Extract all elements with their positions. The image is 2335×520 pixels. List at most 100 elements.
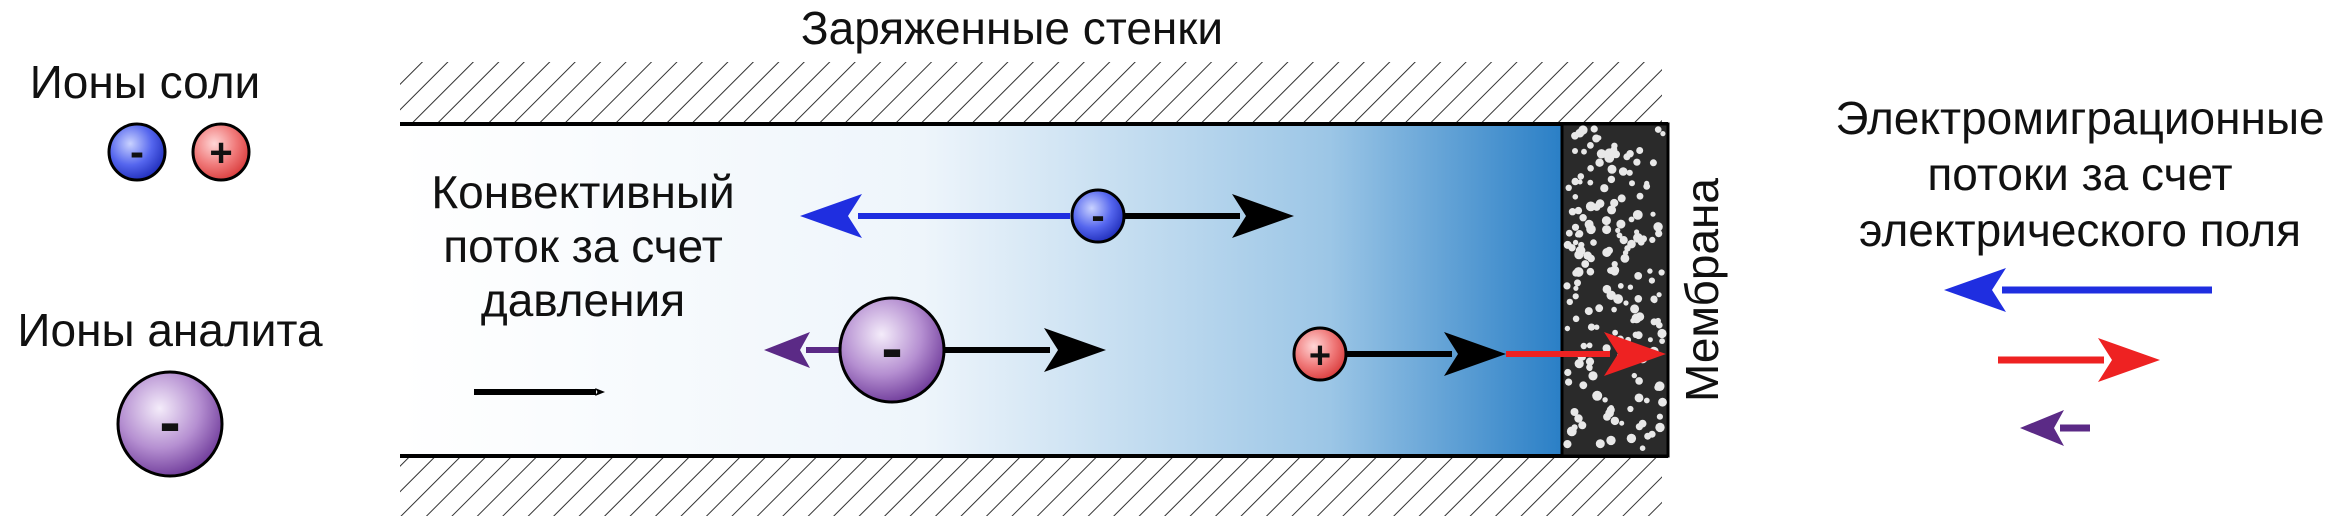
membrane-pore	[1619, 236, 1628, 245]
legend-analyte-icon: -	[116, 370, 224, 478]
membrane-pore	[1596, 135, 1602, 141]
membrane-pore	[1631, 372, 1638, 379]
membrane-pore	[1648, 277, 1655, 284]
electromigration-label-line2: потоки за счет	[1927, 148, 2232, 200]
membrane-pore	[1619, 420, 1625, 426]
membrane-pore	[1636, 147, 1644, 154]
channel-analyte: -	[838, 296, 946, 404]
analyte-electromigration-arrowhead	[764, 332, 810, 368]
membrane-pore	[1606, 435, 1616, 446]
membrane-pore	[1601, 216, 1611, 226]
membrane-pore	[1588, 371, 1598, 381]
salt-ions-label: Ионы соли	[30, 56, 261, 108]
svg-text:-: -	[130, 128, 144, 175]
membrane-pore	[1658, 397, 1667, 407]
membrane-pore	[1608, 267, 1616, 275]
title-charged-walls: Заряженные стенки	[801, 2, 1223, 54]
membrane-pore	[1626, 433, 1637, 444]
membrane-pore	[1592, 390, 1603, 401]
membrane-pore	[1571, 424, 1578, 431]
membrane-pore	[1607, 164, 1617, 174]
membrane-pore	[1635, 423, 1643, 431]
membrane-pore	[1585, 252, 1591, 258]
legend-analyte-arrowhead	[2020, 410, 2064, 446]
membrane-pore	[1586, 267, 1595, 276]
membrane-pore	[1566, 298, 1574, 306]
membrane-pore	[1607, 175, 1616, 184]
membrane-pore	[1586, 364, 1593, 371]
membrane-pore	[1635, 377, 1643, 385]
membrane-pore	[1595, 158, 1604, 167]
membrane-pore	[1565, 378, 1573, 386]
membrane-pore	[1607, 205, 1617, 215]
membrane-pore	[1574, 359, 1584, 369]
membrane-pore	[1564, 368, 1572, 377]
membrane-pore	[1617, 283, 1624, 289]
membrane-pore	[1611, 306, 1617, 313]
electromigration-label-line1: Электромиграционные	[1835, 92, 2324, 144]
membrane-pore	[1571, 223, 1580, 231]
membrane-pore	[1616, 232, 1623, 239]
membrane-pore	[1587, 323, 1596, 331]
membrane-pore	[1564, 325, 1571, 332]
membrane-pore	[1655, 422, 1665, 433]
legend-cation-icon: +	[191, 122, 251, 182]
membrane-pore	[1579, 381, 1588, 390]
membrane-pore	[1608, 405, 1614, 411]
membrane-pore	[1632, 210, 1643, 220]
membrane-pore	[1585, 357, 1595, 366]
membrane-pore	[1647, 268, 1653, 274]
svg-text:-: -	[159, 386, 180, 458]
membrane-pore	[1630, 304, 1640, 314]
anion-electromigration-arrowhead	[800, 194, 862, 238]
membrane-pore	[1590, 239, 1597, 246]
svg-text:+: +	[1309, 335, 1331, 377]
membrane-pore	[1574, 414, 1583, 423]
membrane-pore	[1602, 344, 1611, 353]
channel	[400, 124, 1562, 456]
membrane-pore	[1634, 393, 1644, 403]
membrane	[1560, 122, 1670, 458]
membrane-pore	[1575, 245, 1586, 256]
membrane-pore	[1644, 432, 1652, 440]
membrane-pore	[1602, 248, 1612, 257]
svg-text:+: +	[209, 131, 232, 175]
membrane-pore	[1585, 201, 1596, 212]
membrane-pore	[1623, 300, 1629, 306]
membrane-pore	[1603, 413, 1611, 421]
membrane-pore	[1636, 192, 1644, 200]
membrane-pore	[1581, 148, 1587, 155]
membrane-pore	[1654, 381, 1665, 392]
membrane-pore	[1632, 331, 1640, 338]
membrane-label: Мембрана	[1676, 178, 1728, 402]
legend-anion-icon: -	[107, 122, 167, 182]
membrane-pore	[1571, 177, 1579, 186]
legend-anion-arrowhead	[1944, 268, 2006, 312]
membrane-pore	[1627, 405, 1634, 413]
membrane-pore	[1660, 131, 1666, 137]
membrane-pore	[1563, 440, 1572, 449]
membrane-pore	[1626, 169, 1633, 176]
membrane-pore	[1578, 241, 1585, 249]
membrane-pore	[1655, 317, 1661, 324]
membrane-pore	[1568, 244, 1576, 252]
membrane-pore	[1595, 304, 1604, 313]
membrane-pore	[1649, 236, 1656, 243]
membrane-pore	[1565, 184, 1572, 191]
membrane-pore	[1612, 329, 1618, 336]
membrane-pore	[1611, 261, 1618, 268]
membrane-pore	[1574, 206, 1583, 215]
membrane-pore	[1572, 269, 1580, 277]
membrane-pore	[1586, 342, 1593, 349]
convective-flow-label-line2: поток за счет	[443, 220, 723, 272]
legend-cation-arrowhead	[2098, 338, 2160, 382]
membrane-pore	[1577, 179, 1583, 185]
membrane-pore	[1596, 149, 1607, 159]
membrane-pore	[1575, 230, 1584, 238]
cation-electromigration-arrowhead	[1604, 332, 1666, 376]
membrane-pore	[1575, 128, 1585, 138]
membrane-pore	[1568, 208, 1577, 216]
membrane-pore	[1656, 413, 1663, 420]
membrane-pore	[1647, 337, 1653, 343]
membrane-pore	[1634, 272, 1643, 280]
